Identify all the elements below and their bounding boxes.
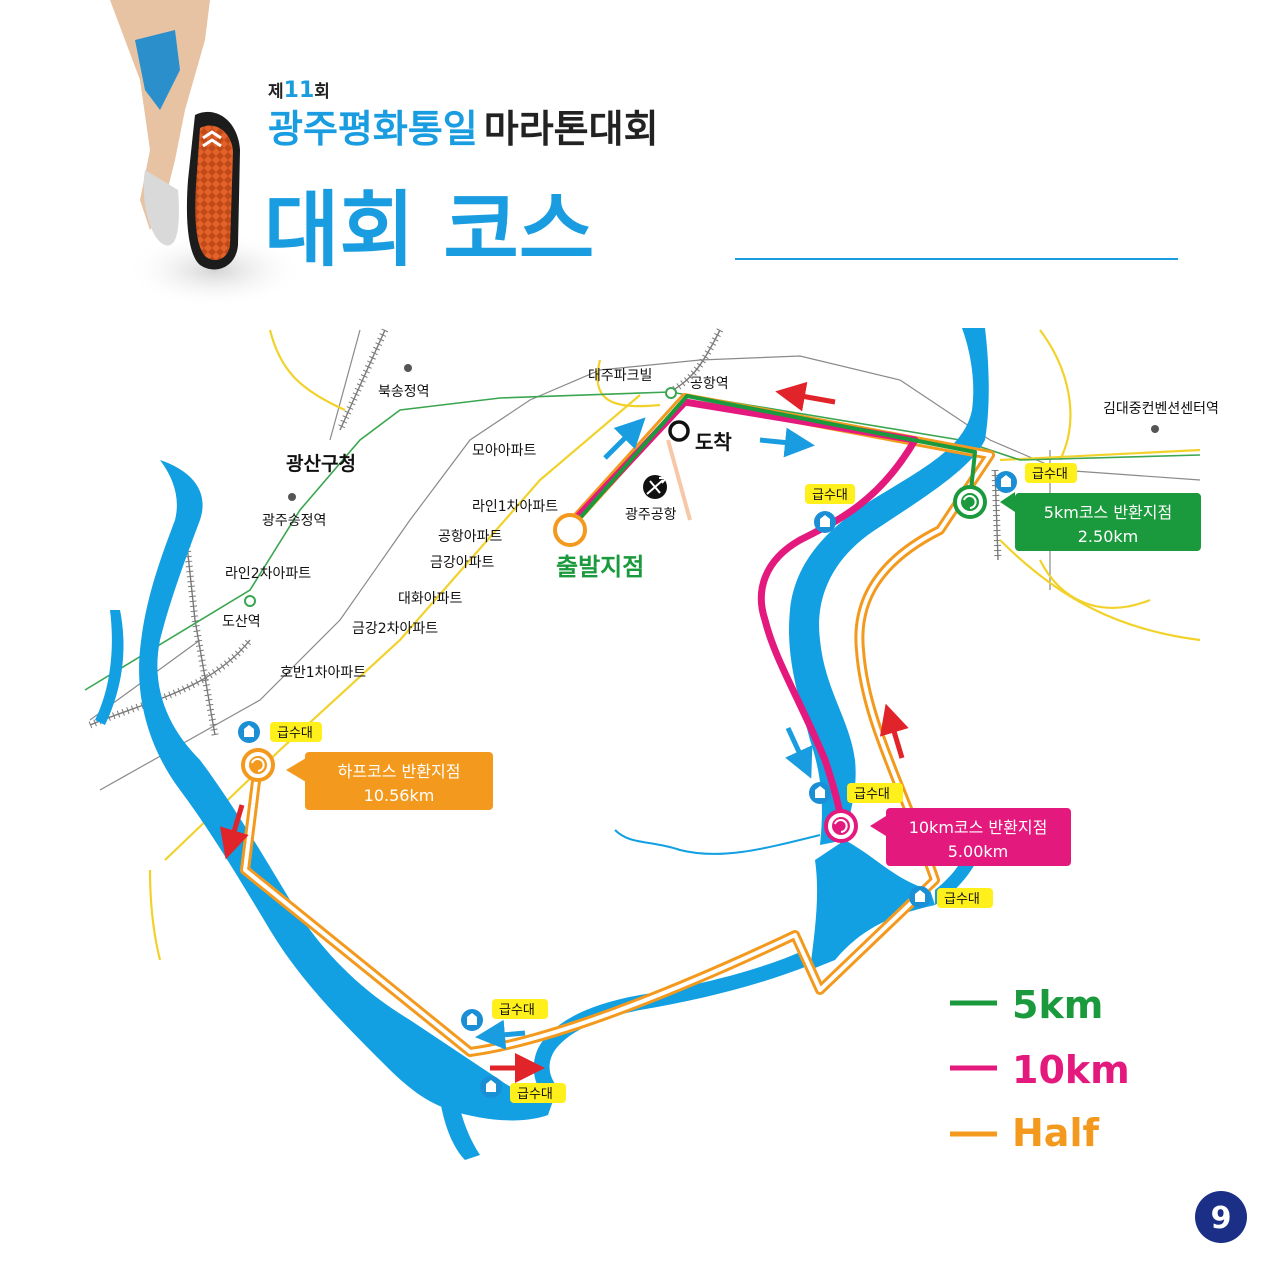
finish-label: 도착 <box>695 430 732 454</box>
direction-arrow-icon <box>475 1019 526 1050</box>
water-station-label: 급수대 <box>944 892 980 907</box>
place-gwangsan: 광산구청 <box>286 453 356 475</box>
start-label: 출발지점 <box>556 553 644 581</box>
turnaround-5km: 5km코스 반환지점 2.50km <box>953 485 1201 551</box>
half-course <box>240 393 995 1057</box>
water-station-6: 급수대 <box>461 999 548 1031</box>
place-kdj-station: 김대중컨벤션센터역 <box>1103 401 1219 417</box>
place-line1: 라인1차아파트 <box>472 499 558 515</box>
place-geumgang2: 금강2차아파트 <box>352 621 438 637</box>
turnaround-10km-name: 10km코스 반환지점 <box>909 818 1048 837</box>
station-markers <box>244 364 1159 607</box>
start-marker <box>553 513 587 547</box>
water-station-label: 급수대 <box>277 726 313 741</box>
legend-item-5km: 5km <box>950 983 1103 1027</box>
edition-label: 제11회 <box>268 78 330 103</box>
map: 북송정역 대주파크빌 공항역 광산구청 모아아파트 광주송정역 라인1차아파트 … <box>84 328 1219 1160</box>
place-geumgang: 금강아파트 <box>430 555 495 571</box>
airplane-icon <box>643 475 669 499</box>
finish-marker <box>668 420 690 442</box>
direction-arrow-icon <box>785 726 813 779</box>
place-hoban: 호반1차아파트 <box>280 665 366 681</box>
grey-roads <box>89 329 1201 791</box>
legend-item-half: Half <box>950 1111 1099 1155</box>
place-line2: 라인2차아파트 <box>225 566 311 582</box>
page-number-badge: 9 <box>1195 1191 1247 1243</box>
water-station-7: 급수대 <box>480 1076 566 1103</box>
tributary <box>614 829 821 855</box>
yellow-roads <box>148 329 1201 961</box>
place-buksong: 북송정역 <box>378 384 430 400</box>
water-station-4: 급수대 <box>809 782 903 804</box>
airport-runway <box>666 439 692 521</box>
water-station-label: 급수대 <box>517 1087 553 1102</box>
legend-item-10km: 10km <box>950 1048 1130 1092</box>
water-station-2: 급수대 <box>995 463 1077 493</box>
water-station-label: 급수대 <box>812 488 848 503</box>
direction-arrow-icon <box>879 703 909 759</box>
water-station-label: 급수대 <box>499 1003 535 1018</box>
turnaround-5km-distance: 2.50km <box>1078 527 1138 546</box>
five-km-course <box>578 394 977 520</box>
water-station-label: 급수대 <box>1032 467 1068 482</box>
place-dosan: 도산역 <box>222 614 261 630</box>
turnaround-5km-name: 5km코스 반환지점 <box>1044 503 1172 522</box>
legend-label: 5km <box>1012 983 1103 1027</box>
turnaround-half-name: 하프코스 반환지점 <box>338 762 461 781</box>
place-daeju: 대주파크빌 <box>588 368 652 384</box>
turnaround-half-distance: 10.56km <box>364 786 435 805</box>
place-airport-apt: 공항아파트 <box>438 529 503 545</box>
water-station-1: 급수대 <box>805 484 855 533</box>
direction-arrow-icon <box>775 381 836 412</box>
page-title: 대회 코스 <box>264 183 594 278</box>
legend-label: 10km <box>1012 1048 1130 1092</box>
place-gwangju-songjeong: 광주송정역 <box>262 513 326 529</box>
direction-arrow-icon <box>219 804 249 860</box>
turnaround-half: 하프코스 반환지점 10.56km <box>241 748 493 810</box>
turnaround-10km: 10km코스 반환지점 5.00km <box>824 808 1071 866</box>
water-station-5: 급수대 <box>909 886 993 908</box>
water-station-label: 급수대 <box>854 787 890 802</box>
place-daehwa: 대화아파트 <box>398 591 463 607</box>
runner-photo <box>110 0 305 308</box>
place-airport: 광주공항 <box>625 507 677 523</box>
direction-arrow-icon <box>759 427 815 458</box>
ten-km-course <box>567 398 919 826</box>
water-station-3: 급수대 <box>238 721 322 743</box>
direction-arrow-icon <box>603 417 646 460</box>
place-moa: 모아아파트 <box>472 443 537 459</box>
page-number: 9 <box>1211 1201 1232 1236</box>
turnaround-10km-distance: 5.00km <box>948 842 1008 861</box>
place-airport-station: 공항역 <box>690 376 729 392</box>
legend: 5km 10km Half <box>950 983 1130 1155</box>
legend-label: Half <box>1012 1111 1099 1155</box>
